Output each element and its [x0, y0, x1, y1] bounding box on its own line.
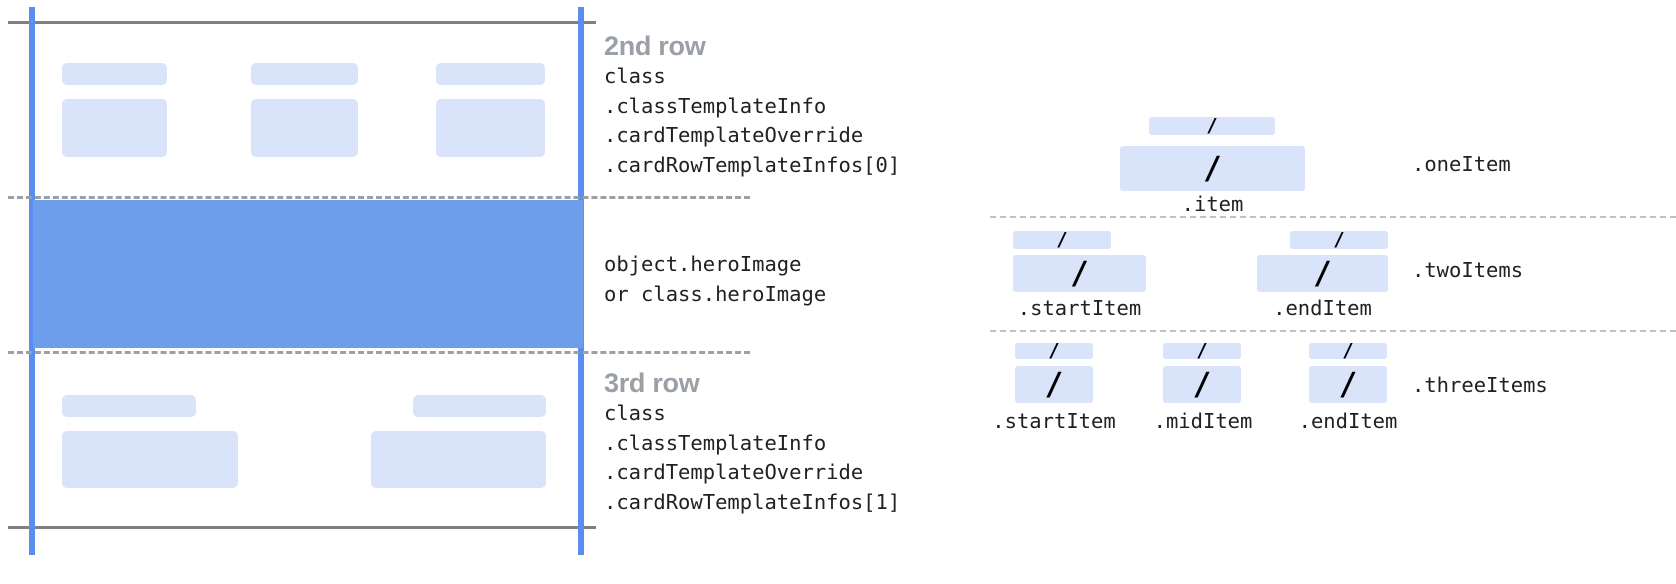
three-items-mid-small-bar: /	[1163, 343, 1241, 359]
three-items-mid-small-slash: /	[1196, 343, 1208, 359]
annotation-second-row: 2nd row class .classTemplateInfo .cardTe…	[604, 30, 900, 180]
placeholder-body-r2c1	[62, 99, 167, 157]
three-items-caption-end: .endItem	[1298, 409, 1398, 433]
card-frame-top-line	[8, 21, 596, 24]
third-row-title: 3rd row	[604, 368, 700, 398]
third-row-code-line-0: class	[604, 401, 666, 425]
placeholder-label-r2c2	[251, 63, 358, 85]
three-items-mid-large-slash: /	[1192, 366, 1212, 402]
two-items-start-large-bar: /	[1013, 255, 1146, 292]
two-items-start-large-slash: /	[1070, 255, 1089, 291]
two-items-caption-start: .startItem	[1017, 296, 1142, 320]
row-divider-lower	[8, 351, 750, 354]
one-item-small-slash: /	[1206, 117, 1218, 135]
two-items-end-large-bar: /	[1257, 255, 1388, 292]
placeholder-label-r2c3	[436, 63, 545, 85]
hero-image-block	[33, 200, 583, 348]
row-divider-upper	[8, 196, 750, 199]
one-item-small-bar: /	[1149, 117, 1275, 135]
one-item-caption-item: .item	[1181, 192, 1244, 216]
second-row-code-line-3: .cardRowTemplateInfos[0]	[604, 152, 901, 177]
three-items-caption-mid: .midItem	[1153, 409, 1253, 433]
card-row-layout-diagram	[0, 0, 750, 584]
placeholder-label-r3c1	[62, 395, 196, 417]
placeholder-label-r2c1	[62, 63, 167, 85]
three-items-end-large-slash: /	[1338, 366, 1358, 402]
placeholder-label-r3c2	[413, 395, 546, 417]
two-items-end-small-slash: /	[1333, 231, 1345, 249]
two-items-end-small-bar: /	[1290, 231, 1388, 249]
placeholder-body-r2c2	[251, 99, 358, 157]
hero-code-line-0: object.heroImage	[604, 252, 802, 276]
annotation-third-row: 3rd row class .classTemplateInfo .cardTe…	[604, 367, 900, 517]
placeholder-body-r3c2	[371, 431, 546, 488]
two-items-start-small-bar: /	[1013, 231, 1111, 249]
placeholder-body-r2c3	[436, 99, 545, 157]
two-items-caption-end: .endItem	[1273, 296, 1372, 320]
second-row-code-line-0: class	[604, 64, 666, 88]
one-item-large-bar: /	[1120, 146, 1305, 191]
second-row-code-line-2: .cardTemplateOverride	[604, 123, 864, 147]
third-row-code-line-1: .classTemplateInfo	[604, 430, 827, 455]
three-items-start-small-slash: /	[1048, 343, 1060, 359]
row-item-variants-diagram: / / .item .oneItem / / .startItem / / .e…	[960, 0, 1676, 584]
three-items-mid-large-bar: /	[1163, 366, 1241, 403]
three-items-end-small-bar: /	[1309, 343, 1387, 359]
three-items-start-small-bar: /	[1015, 343, 1093, 359]
annotation-hero-image: object.heroImage or class.heroImage	[604, 250, 826, 309]
three-items-start-large-slash: /	[1044, 366, 1064, 402]
two-items-label: .twoItems	[1412, 258, 1524, 282]
one-item-label: .oneItem	[1412, 152, 1511, 176]
second-row-title: 2nd row	[604, 31, 706, 61]
three-items-start-large-bar: /	[1015, 366, 1093, 403]
variants-divider-upper	[990, 216, 1676, 218]
placeholder-body-r3c1	[62, 431, 238, 488]
three-items-label: .threeItems	[1412, 373, 1548, 397]
card-frame-bottom-line	[8, 526, 596, 529]
three-items-end-small-slash: /	[1342, 343, 1354, 359]
variants-divider-lower	[990, 330, 1676, 332]
three-items-caption-start: .startItem	[992, 409, 1116, 433]
second-row-code-line-1: .classTemplateInfo	[604, 93, 827, 118]
third-row-code-line-2: .cardTemplateOverride	[604, 460, 864, 484]
three-items-end-large-bar: /	[1309, 366, 1387, 403]
two-items-end-large-slash: /	[1313, 255, 1332, 291]
card-frame-left-line	[29, 7, 35, 555]
one-item-large-slash: /	[1203, 150, 1222, 186]
two-items-start-small-slash: /	[1056, 231, 1068, 249]
third-row-code-line-3: .cardRowTemplateInfos[1]	[604, 489, 901, 514]
hero-code-line-1: or class.heroImage	[604, 281, 827, 306]
